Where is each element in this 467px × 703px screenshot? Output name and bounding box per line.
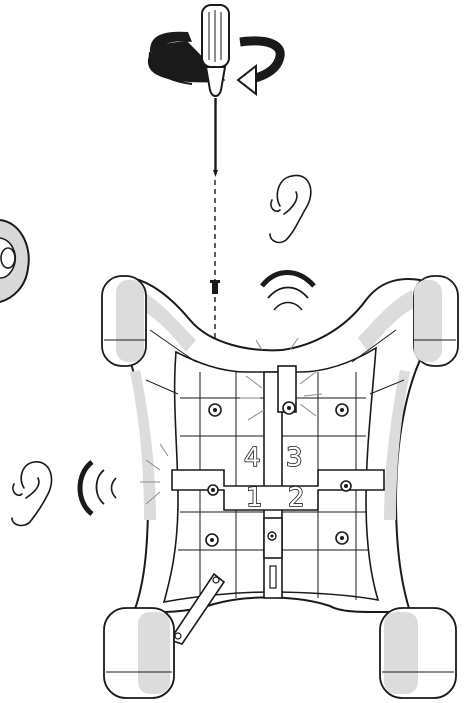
product-base bbox=[128, 276, 421, 645]
wheel-top-right bbox=[413, 275, 459, 367]
detached-part-icon bbox=[0, 219, 30, 303]
screw-hole-icon bbox=[205, 401, 352, 547]
sound-waves-icon-top bbox=[260, 270, 316, 311]
screw-icon bbox=[210, 280, 220, 294]
wheel-bottom-left bbox=[103, 607, 175, 699]
step-label-4: 4 bbox=[244, 443, 261, 473]
ear-icon-left bbox=[11, 461, 53, 527]
ear-icon-top bbox=[269, 174, 312, 244]
step-label-2: 2 bbox=[288, 483, 305, 513]
lever-arm bbox=[168, 572, 226, 645]
screwdriver-icon bbox=[201, 4, 230, 177]
wheel-bottom-right bbox=[379, 607, 457, 699]
step-label-1: 1 bbox=[246, 483, 263, 513]
step-label-3: 3 bbox=[286, 443, 303, 473]
sound-waves-icon-left bbox=[77, 460, 117, 516]
wheel-top-left bbox=[101, 275, 147, 367]
click-sparks bbox=[140, 337, 323, 505]
